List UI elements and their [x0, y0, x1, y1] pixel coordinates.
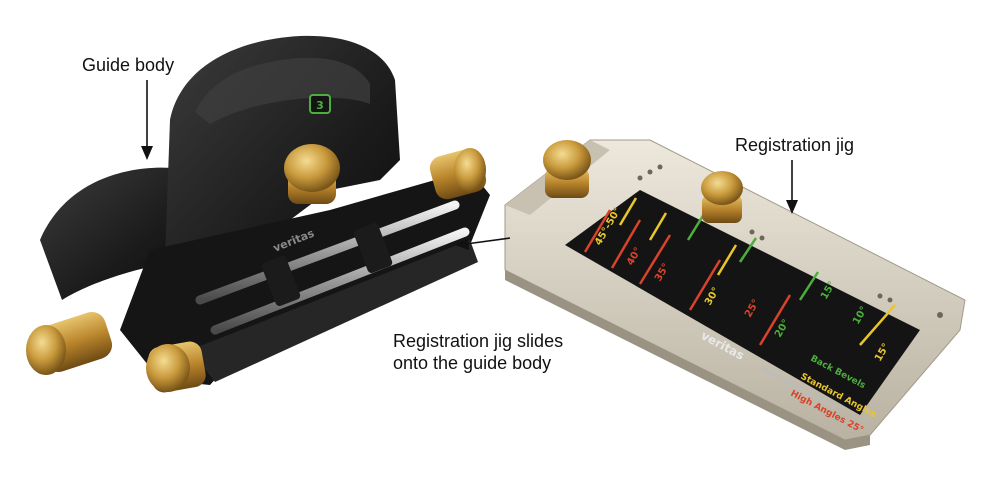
label-jig-slides-line2: onto the guide body: [393, 353, 552, 373]
label-jig-slides-line1: Registration jig slides: [393, 331, 564, 351]
registration-jig: 45°-50° 40° 35° 30° 20° 15° 25° 10° 15° …: [504, 139, 966, 450]
guide-jaw-rail: [190, 240, 478, 382]
guide-rod-upper: [195, 200, 460, 305]
guide-badge: [309, 94, 331, 114]
guide-brass-knob-left: [26, 312, 113, 375]
guide-clamp-right: [353, 223, 393, 273]
jig-green-marks: [686, 213, 820, 301]
jig-brass-knob-left: [543, 140, 591, 198]
jig-holes: [637, 164, 943, 318]
guide-brass-knob-right: [429, 148, 487, 200]
guide-highlight: [195, 57, 370, 124]
label-guide-body: Guide body: [82, 55, 175, 75]
guide-badge-text: 3: [316, 99, 324, 112]
guide-body: 3 veritas: [26, 35, 490, 393]
arrow-slides: [465, 237, 511, 245]
guide-brass-knob-top: [284, 144, 340, 204]
guide-wing: [40, 167, 200, 300]
guide-clamp-left: [261, 256, 301, 306]
label-registration-jig: Registration jig: [735, 135, 855, 155]
jig-yellow-marks: [618, 197, 896, 346]
label-jig-slides: Registration jig slides onto the guide b…: [393, 330, 563, 374]
guide-rod-lower: [210, 227, 470, 335]
arrow-registration-jig-head: [786, 200, 798, 214]
arrow-slides-head: [455, 238, 469, 250]
jig-brass-knob-center: [701, 171, 743, 223]
guide-brass-knob-front: [146, 341, 206, 393]
jig-red-marks: [583, 209, 792, 346]
arrow-guide-body-head: [141, 146, 153, 160]
jig-scale-plate: [565, 190, 920, 415]
annotation-arrows: [141, 80, 798, 250]
